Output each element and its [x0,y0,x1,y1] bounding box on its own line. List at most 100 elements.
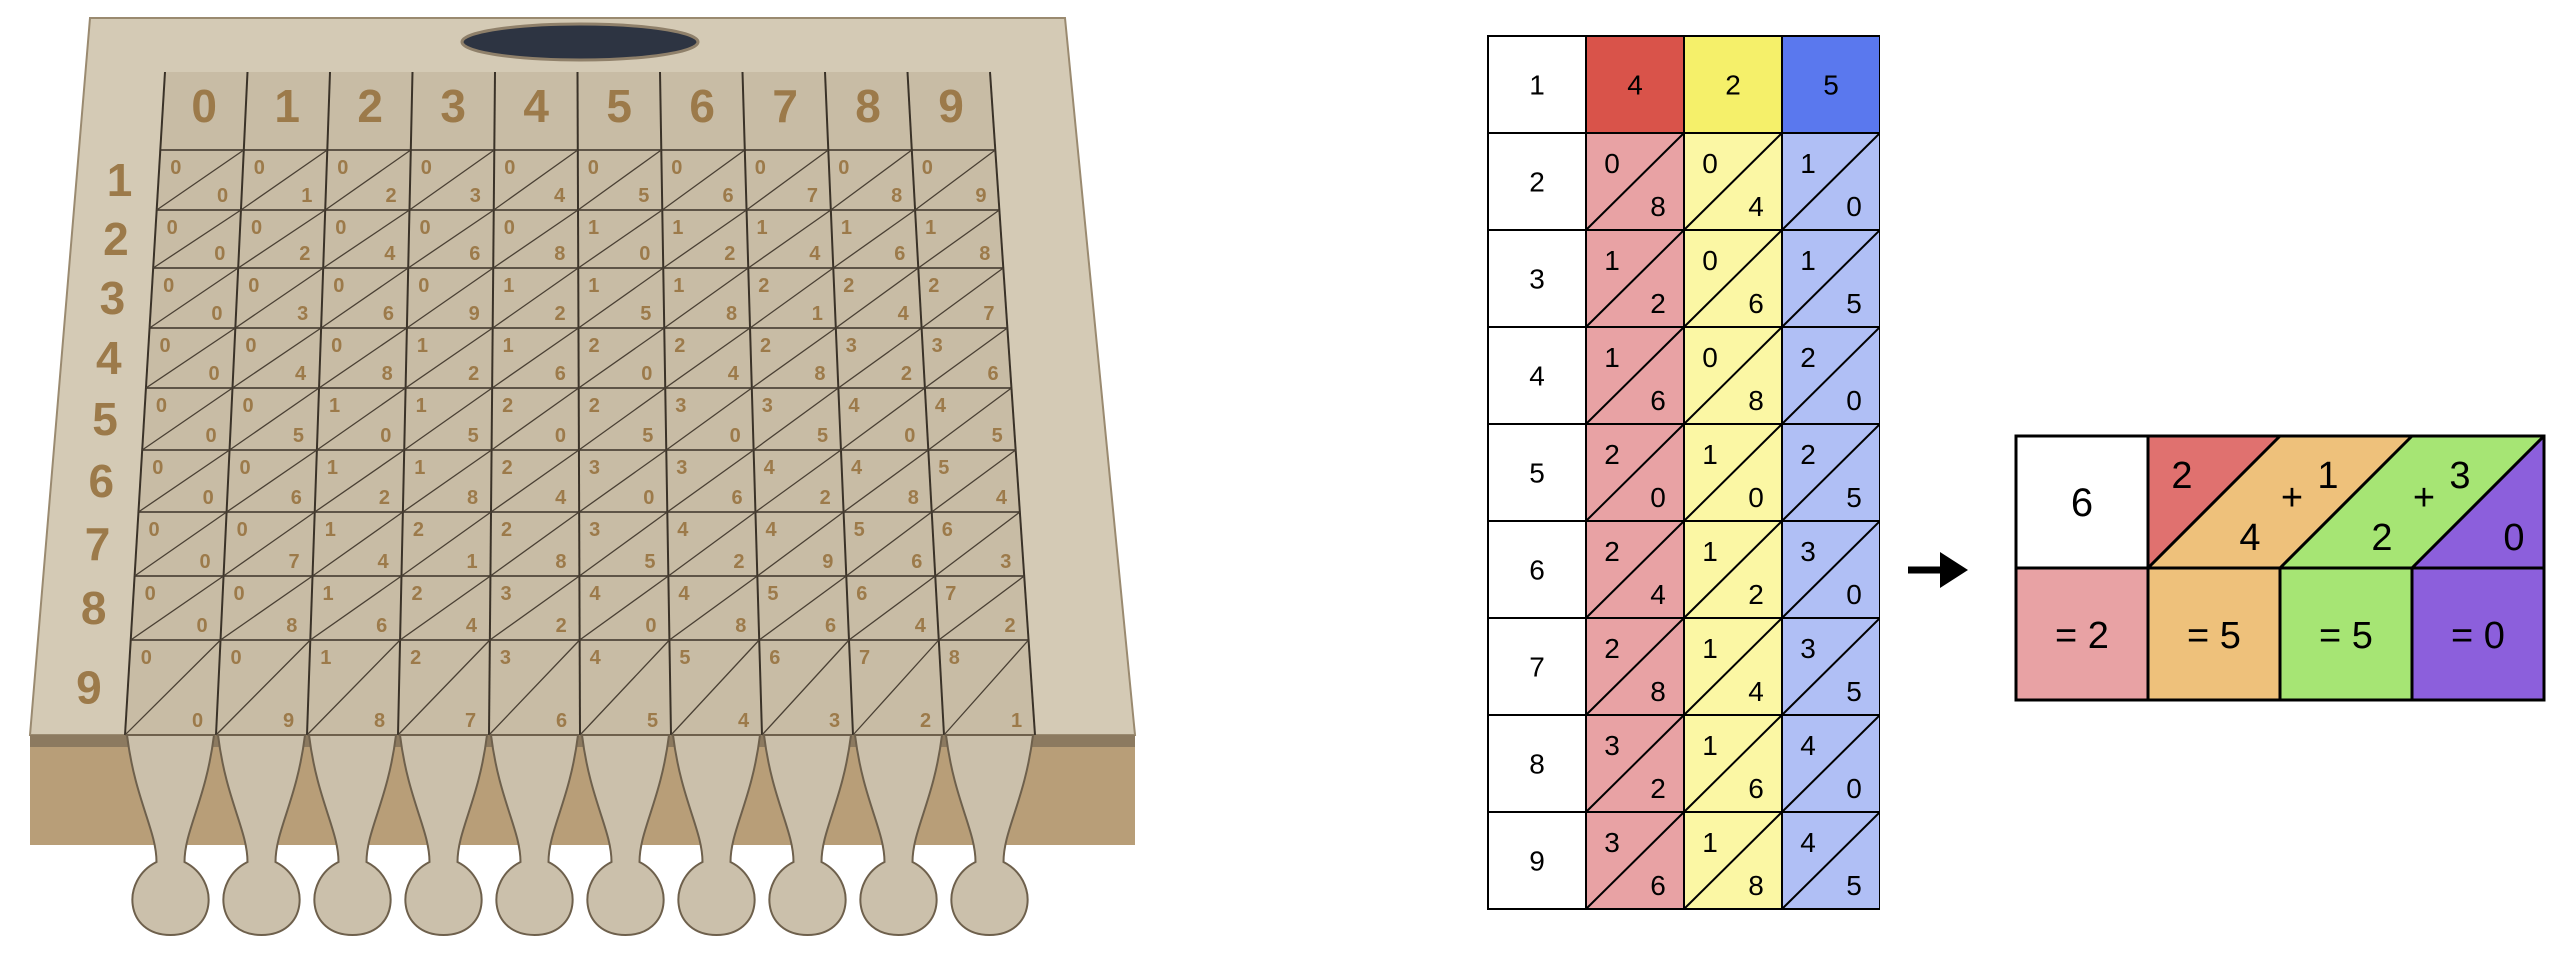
rod-tens-digit: 3 [1800,633,1816,664]
rod-tens-digit: 1 [1800,245,1816,276]
engraved-digit: 0 [234,583,245,605]
cell-diagonal [403,387,493,451]
engraved-digit: 2 [589,395,600,417]
cell-diagonal [237,209,326,269]
rod-divider [397,71,414,736]
cell-diagonal [934,511,1021,577]
cell-diagonal [579,575,669,641]
engraved-digit: 8 [814,363,825,385]
engraved-digit: 9 [975,185,986,207]
board-slot [460,22,700,62]
digit-3: 3 [2449,455,2470,497]
engraved-digit: 3 [676,457,687,479]
engraved-digit: 0 [331,335,342,357]
rod-divider [741,71,763,736]
cell-diagonal [843,449,929,513]
engraved-digit: 0 [671,157,682,179]
engraved-digit: 2 [674,335,685,357]
rod-cell-diagonal [1683,132,1783,231]
engraved-digit: 4 [765,519,777,541]
engraved-digit: 0 [152,457,163,479]
rod-cell-diagonal [1585,132,1685,231]
engraved-digit: 4 [898,303,910,325]
rod-cell-diagonal [1585,811,1685,910]
rod-units-digit: 2 [1650,288,1666,319]
engraved-digit: 2 [501,519,512,541]
engraved-digit: 0 [141,647,152,669]
engraved-digit: 3 [500,583,511,605]
napier-board-photo: 0001020304050607080900020406081012141618… [28,17,1137,937]
rod-pull-tab [489,734,580,937]
engraved-digit: 4 [935,395,947,417]
rod-units-digit: 6 [1650,385,1666,416]
engraved-digit: 8 [979,243,990,265]
cell-diagonal [756,511,844,577]
engraved-digit: 6 [987,363,998,385]
cell-diagonal [848,575,936,641]
cell-diagonal [577,209,663,269]
rod-units-digit: 6 [1748,288,1764,319]
cell-diagonal [488,639,581,736]
engraved-digit: 0 [167,217,178,239]
rod-header-digit: 2 [1725,70,1741,101]
rod-tens-digit: 3 [1604,827,1620,858]
engraved-digit: 1 [327,457,338,479]
right-arrow-icon [1908,552,1968,588]
board-row-digit: 8 [81,582,107,634]
rod-cell-diagonal [1781,714,1880,813]
cell-diagonal [753,387,839,451]
engraved-digit: 6 [556,710,567,732]
rod-tens-digit: 1 [1702,536,1718,567]
cell-diagonal [578,327,665,389]
engraved-digit: 7 [289,551,300,573]
engraved-digit: 7 [945,583,956,605]
rod-tens-digit: 4 [1800,827,1816,858]
cell-diagonal [747,209,832,269]
cell-diagonal [134,511,227,577]
engraved-digit: 2 [928,275,939,297]
cell-diagonal [938,575,1025,641]
cell-diagonal [667,511,756,577]
engraved-digit: 6 [291,487,302,509]
engraved-digit: 8 [286,615,297,637]
rod-tens-digit: 1 [1604,342,1620,373]
engraved-digit: 2 [760,335,771,357]
engraved-digit: 7 [465,710,476,732]
engraved-digit: 0 [145,583,156,605]
engraved-digit: 0 [645,615,656,637]
rod-units-digit: 4 [1748,676,1764,707]
engraved-digit: 4 [295,363,307,385]
engraved-digit: 4 [590,647,602,669]
engraved-digit: 0 [206,425,217,447]
engraved-digit: 0 [170,157,181,179]
engraved-digit: 0 [214,243,225,265]
cell-diagonal [835,267,919,329]
rod-units-digit: 5 [1846,288,1862,319]
cell-diagonal [489,575,580,641]
index-cell [1487,35,1587,134]
engraved-digit: 8 [554,243,565,265]
cell-diagonal [156,149,245,211]
engraved-digit: 6 [723,185,734,207]
engraved-digit: 5 [647,710,658,732]
rod-units-digit: 0 [1650,482,1666,513]
rod-divider [659,71,672,736]
board-column-digit: 2 [357,80,383,132]
engraved-digit: 2 [843,275,854,297]
index-cell [1487,132,1587,231]
rod-cell-diagonal [1585,617,1685,716]
engraved-digit: 4 [809,243,821,265]
engraved-digit: 5 [992,425,1003,447]
rod-units-digit: 4 [1650,579,1666,610]
board-row-digit: 4 [96,332,122,384]
engraved-digit: 6 [731,487,742,509]
rod-cell-diagonal [1683,811,1783,910]
engraved-digit: 5 [817,425,828,447]
engraved-digit: 2 [413,519,424,541]
multiplier-digit: 6 [2071,481,2093,525]
cell-diagonal [837,327,922,389]
cell-diagonal [666,449,754,513]
engraved-digit: 0 [254,157,265,179]
cell-diagonal [761,639,850,736]
